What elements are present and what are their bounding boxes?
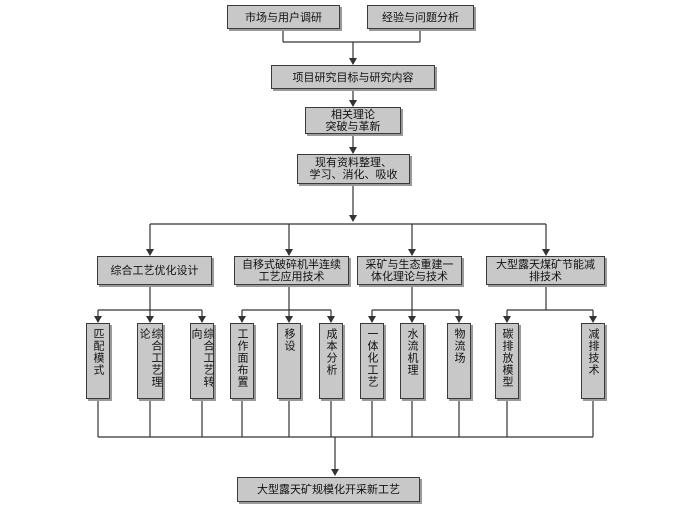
- leaf-label: 成本分析: [325, 328, 338, 376]
- leaf-label: 匹配模式: [92, 328, 105, 376]
- materials-study-box: 现有资料整理、 学习、消化、吸收: [297, 154, 410, 184]
- leaf-label: 水流机理: [406, 328, 419, 376]
- leaf-label: 综合工艺理论: [138, 328, 163, 388]
- theory-breakthrough-box: 相关理论 突破与革新: [305, 107, 401, 134]
- branch-title-box: 采矿与生态重建一体化理论与技术: [357, 256, 462, 285]
- branch-title-box: 大型露天煤矿节能减排技术: [486, 256, 605, 285]
- leaf-label: 物流场: [453, 328, 466, 364]
- branch-title-box: 自移式破碎机半连续工艺应用技术: [234, 256, 349, 285]
- research-goals-label: 项目研究目标与研究内容: [292, 70, 414, 84]
- branch-title-box: 综合工艺优化设计: [97, 256, 212, 285]
- final-outcome-label: 大型露天矿规模化开采新工艺: [257, 483, 400, 496]
- leaf-box: 综合工艺转向: [190, 323, 215, 399]
- leaf-box: 水流机理: [400, 323, 424, 399]
- research-goals-box: 项目研究目标与研究内容: [271, 65, 435, 89]
- leaf-box: 工作面布置: [230, 323, 254, 399]
- branch-title-label: 大型露天煤矿节能减排技术: [496, 257, 595, 283]
- leaf-box: 综合工艺理论: [137, 323, 163, 399]
- leaf-box: 一体化工艺: [360, 323, 384, 399]
- branch-title-label: 综合工艺优化设计: [110, 264, 199, 277]
- leaf-box: 成本分析: [319, 323, 343, 399]
- leaf-box: 匹配模式: [86, 323, 110, 399]
- branch-title-label: 采矿与生态重建一体化理论与技术: [365, 257, 454, 283]
- leaf-label: 一体化工艺: [366, 328, 379, 388]
- experience-analysis-box: 经验与问题分析: [367, 5, 474, 29]
- leaf-box: 物流场: [447, 323, 471, 399]
- leaf-label: 碳排放模型: [501, 328, 514, 388]
- market-research-box: 市场与用户调研: [227, 5, 340, 29]
- leaf-box: 减排技术: [581, 323, 605, 399]
- leaf-label: 综合工艺转向: [190, 328, 215, 388]
- final-outcome-box: 大型露天矿规模化开采新工艺: [237, 477, 420, 502]
- materials-study-label: 现有资料整理、 学习、消化、吸收: [309, 156, 398, 181]
- leaf-label: 工作面布置: [236, 328, 249, 388]
- leaf-label: 移设: [283, 328, 296, 352]
- leaf-label: 减排技术: [587, 328, 600, 376]
- branch-title-label: 自移式破碎机半连续工艺应用技术: [242, 257, 341, 283]
- experience-analysis-label: 经验与问题分析: [382, 10, 459, 24]
- leaf-box: 移设: [277, 323, 301, 399]
- leaf-box: 碳排放模型: [495, 323, 519, 399]
- market-research-label: 市场与用户调研: [245, 10, 322, 24]
- theory-breakthrough-label: 相关理论 突破与革新: [325, 107, 381, 133]
